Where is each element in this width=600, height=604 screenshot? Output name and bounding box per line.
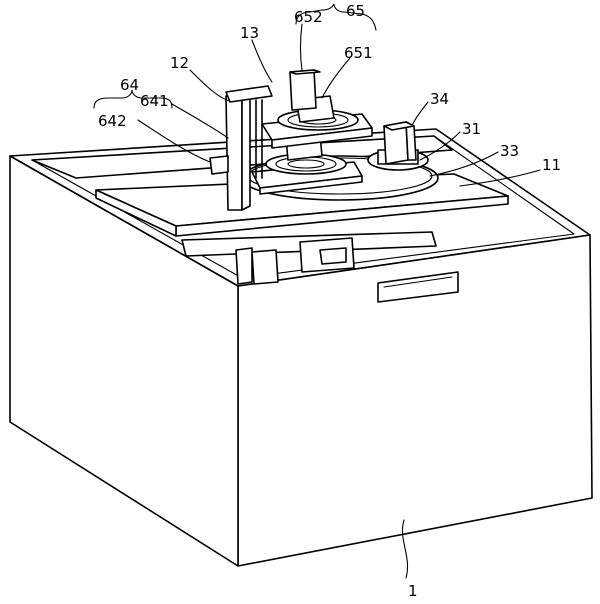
label-651: 651: [344, 44, 373, 62]
frame-12: [209, 85, 273, 211]
cylinder-652: [289, 69, 317, 111]
label-33: 33: [500, 142, 519, 160]
brace-65: [295, 3, 377, 31]
label-34: 34: [430, 90, 449, 108]
label-13: 13: [240, 24, 259, 42]
label-11: 11: [542, 156, 561, 174]
inner-post: [235, 247, 253, 285]
label-1: 1: [408, 582, 418, 600]
label-642: 642: [98, 112, 127, 130]
label-65: 65: [346, 2, 365, 20]
label-64: 64: [120, 76, 139, 94]
inner-slider-block-right: [319, 247, 347, 265]
label-12: 12: [170, 54, 189, 72]
label-31: 31: [462, 120, 481, 138]
clamp-assembly: [251, 69, 373, 195]
part-labels: 1 11 12 13 31 33 34 64 641 642 65 651 65…: [98, 2, 561, 600]
cabinet-left-face: [9, 155, 239, 567]
platform-side-edge: [95, 189, 177, 237]
top-arm-13: [225, 85, 273, 103]
motor-top: [383, 121, 415, 131]
vertical-post-641: [225, 93, 243, 211]
motor-34: [383, 121, 417, 165]
bracket-642: [209, 155, 229, 175]
label-652: 652: [294, 8, 323, 26]
brace-64: [93, 89, 173, 109]
inner-slider-block-left: [251, 249, 279, 285]
label-641: 641: [140, 92, 169, 110]
leader-lines: [93, 3, 541, 579]
